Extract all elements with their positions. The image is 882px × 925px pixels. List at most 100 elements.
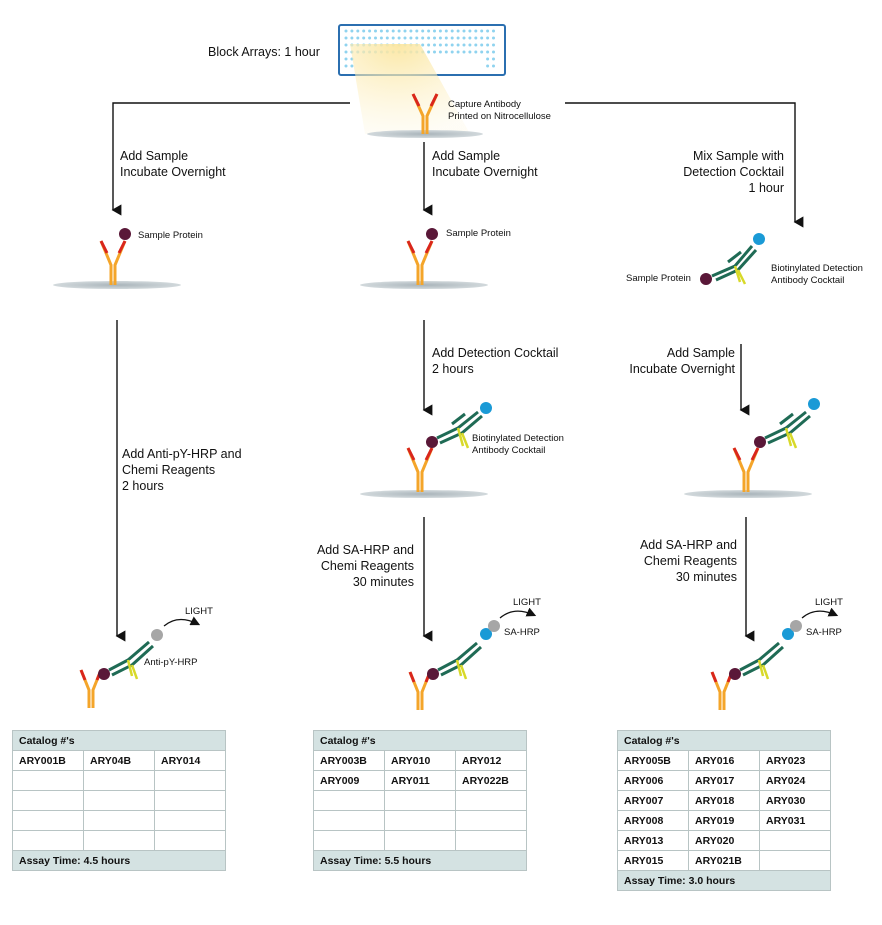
table-cell: ARY017	[688, 770, 760, 791]
table-cell	[83, 770, 155, 791]
array-dot	[474, 29, 478, 33]
array-dot	[433, 43, 436, 47]
array-dot	[486, 50, 490, 54]
array-dot	[486, 64, 490, 68]
array-dot	[403, 36, 407, 40]
array-dot	[462, 43, 466, 47]
table-cell	[384, 790, 456, 811]
array-dot	[415, 29, 419, 33]
array-dot	[474, 43, 478, 47]
array-dot	[480, 50, 484, 54]
array-dot	[492, 29, 495, 33]
bio-label-right-2: Antibody Cocktail	[771, 275, 845, 286]
left-add-sample-label: Add Sample	[120, 149, 189, 163]
array-dot	[456, 36, 460, 40]
table-row	[12, 790, 226, 811]
right-mix-label-1: Mix Sample with	[693, 149, 784, 163]
table-cell	[12, 830, 84, 851]
right-sa-label-2: Chemi Reagents	[643, 554, 737, 568]
array-dot	[450, 43, 454, 47]
table-cell	[759, 850, 831, 871]
array-dot	[397, 36, 401, 40]
array-dot	[444, 29, 448, 33]
array-dot	[385, 36, 389, 40]
protein-detection-complex	[700, 233, 765, 285]
membrane	[367, 130, 483, 138]
sample-protein-label-right: Sample Protein	[626, 273, 691, 284]
table-cell: ARY003B	[313, 750, 385, 771]
table-row	[313, 790, 527, 811]
right-mix-label-2: Detection Cocktail	[683, 165, 784, 179]
array-dot	[480, 43, 484, 47]
array-dot	[415, 36, 419, 40]
table-cell: ARY021B	[688, 850, 760, 871]
right-sa-label-3: 30 minutes	[675, 570, 737, 584]
table-cell: ARY018	[688, 790, 760, 811]
bio-label-mid-2: Antibody Cocktail	[472, 445, 546, 456]
array-dot	[362, 36, 366, 40]
table-cell	[313, 810, 385, 831]
array-dot	[474, 36, 478, 40]
array-dot	[427, 50, 431, 54]
sandwich-complex-middle	[406, 402, 492, 492]
right-mix-label-3: 1 hour	[748, 181, 784, 195]
array-dot	[486, 57, 490, 61]
array-dot	[450, 50, 454, 54]
bio-label-right-1: Biotinylated Detection	[771, 263, 863, 274]
table-cell	[313, 830, 385, 851]
table-row	[12, 830, 226, 851]
array-dot	[486, 29, 490, 33]
table-cell: ARY009	[313, 770, 385, 791]
light-label-right: LIGHT	[815, 597, 843, 608]
array-dot	[344, 57, 348, 61]
table-cell: ARY008	[617, 810, 689, 831]
array-dot	[350, 29, 354, 33]
table-cell	[154, 770, 226, 791]
table-cell: ARY030	[759, 790, 831, 811]
array-dot	[468, 50, 472, 54]
top-branch-arrows	[111, 102, 804, 642]
array-dot	[492, 50, 495, 54]
array-dot	[438, 36, 442, 40]
table-cell: ARY001B	[12, 750, 84, 771]
light-label-mid: LIGHT	[513, 597, 541, 608]
array-dot	[433, 36, 436, 40]
array-dot	[379, 36, 383, 40]
array-dot	[356, 29, 360, 33]
array-dot	[492, 57, 495, 61]
table-cell	[384, 830, 456, 851]
anti-py-hrp-label: Anti-pY-HRP	[144, 657, 198, 668]
array-dot	[368, 29, 372, 33]
catalog-header: Catalog #'s	[12, 730, 226, 751]
left-anti-label-2: Chemi Reagents	[122, 463, 216, 477]
table-cell	[12, 770, 84, 791]
table-cell	[455, 790, 527, 811]
array-dot	[438, 43, 442, 47]
array-dot	[344, 43, 348, 47]
sample-protein-icon	[119, 228, 131, 240]
array-dot	[374, 36, 377, 40]
array-dot	[427, 29, 431, 33]
table-cell: ARY024	[759, 770, 831, 791]
array-dot	[356, 36, 360, 40]
capture-antibody-with-protein	[99, 228, 131, 285]
array-dot	[397, 29, 401, 33]
array-dot	[456, 50, 460, 54]
array-dot	[450, 36, 454, 40]
array-dot	[468, 29, 472, 33]
table-cell: ARY04B	[83, 750, 155, 771]
table-cell	[313, 790, 385, 811]
array-dot	[344, 64, 348, 68]
array-dot	[456, 29, 460, 33]
array-dot	[368, 36, 372, 40]
table-cell: ARY013	[617, 830, 689, 851]
right-add-sample-label: Add Sample	[666, 346, 735, 360]
table-cell	[455, 830, 527, 851]
